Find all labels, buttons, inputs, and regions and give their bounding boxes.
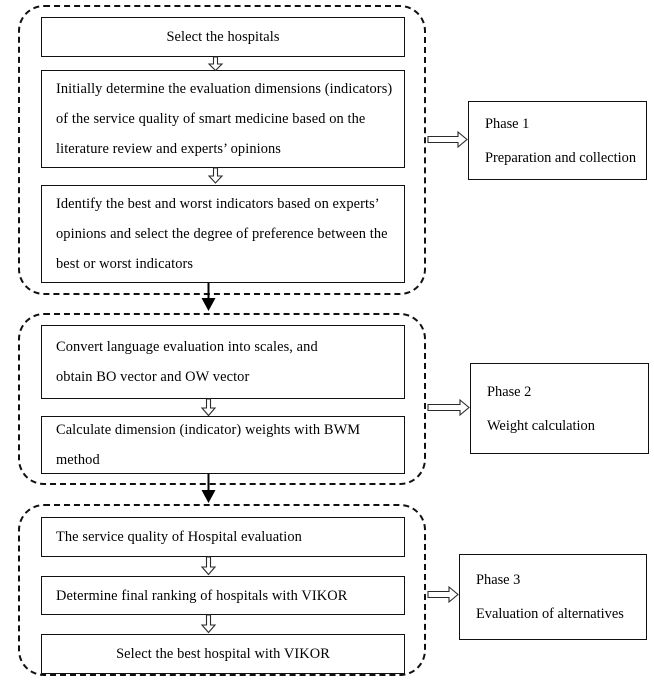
process-box-line: Convert language evaluation into scales,… xyxy=(56,339,318,355)
process-box-line: best or worst indicators xyxy=(56,256,194,272)
phase-group-3 xyxy=(18,504,426,676)
process-box-final-ranking-vikor[interactable]: Determine final ranking of hospitals wit… xyxy=(41,576,405,615)
process-box-line: of the service quality of smart medicine… xyxy=(56,111,366,127)
process-box-service-quality-evaluation[interactable]: The service quality of Hospital evaluati… xyxy=(41,517,405,557)
phase-group-2 xyxy=(18,313,426,485)
process-box-select-best-hospital-vikor[interactable]: Select the best hospital with VIKOR xyxy=(41,634,405,674)
phase-label-subtitle: Evaluation of alternatives xyxy=(476,606,624,622)
connector-arrow-right-phase3 xyxy=(427,585,459,604)
phase-label-title: Phase 2 xyxy=(487,383,532,400)
phase-label-box-3: Phase 3 Evaluation of alternatives xyxy=(459,554,647,640)
connector-arrow-right-phase2 xyxy=(427,398,470,417)
phase-label-title: Phase 1 xyxy=(485,115,530,132)
process-box-identify-best-worst[interactable]: Identify the best and worst indicators b… xyxy=(41,185,405,283)
process-box-line: Calculate dimension (indicator) weights … xyxy=(56,422,361,438)
process-box-line: Select the best hospital with VIKOR xyxy=(116,646,330,662)
phase-label-subtitle: Preparation and collection xyxy=(485,149,637,166)
process-box-line: obtain BO vector and OW vector xyxy=(56,369,250,385)
process-box-line: opinions and select the degree of prefer… xyxy=(56,226,388,242)
process-box-line: Determine final ranking of hospitals wit… xyxy=(56,587,348,604)
process-box-line: Initially determine the evaluation dimen… xyxy=(56,81,393,97)
process-box-convert-language-evaluation[interactable]: Convert language evaluation into scales,… xyxy=(41,325,405,399)
process-box-line: The service quality of Hospital evaluati… xyxy=(56,529,302,545)
process-box-select-hospitals[interactable]: Select the hospitals xyxy=(41,17,405,57)
phase-label-title: Phase 3 xyxy=(476,572,521,588)
process-box-determine-dimensions[interactable]: Initially determine the evaluation dimen… xyxy=(41,70,405,168)
process-box-line: Identify the best and worst indicators b… xyxy=(56,196,380,212)
process-box-calculate-weights-bwm[interactable]: Calculate dimension (indicator) weights … xyxy=(41,416,405,474)
phase-label-box-1: Phase 1 Preparation and collection xyxy=(468,101,647,180)
process-box-line: Select the hospitals xyxy=(166,29,280,45)
phase-label-box-2: Phase 2 Weight calculation xyxy=(470,363,649,454)
phase-label-subtitle: Weight calculation xyxy=(487,417,595,434)
process-box-line: literature review and experts’ opinions xyxy=(56,141,282,157)
process-box-line: method xyxy=(56,452,100,468)
connector-arrow-right-phase1 xyxy=(427,130,468,149)
phase-group-1 xyxy=(18,5,426,295)
